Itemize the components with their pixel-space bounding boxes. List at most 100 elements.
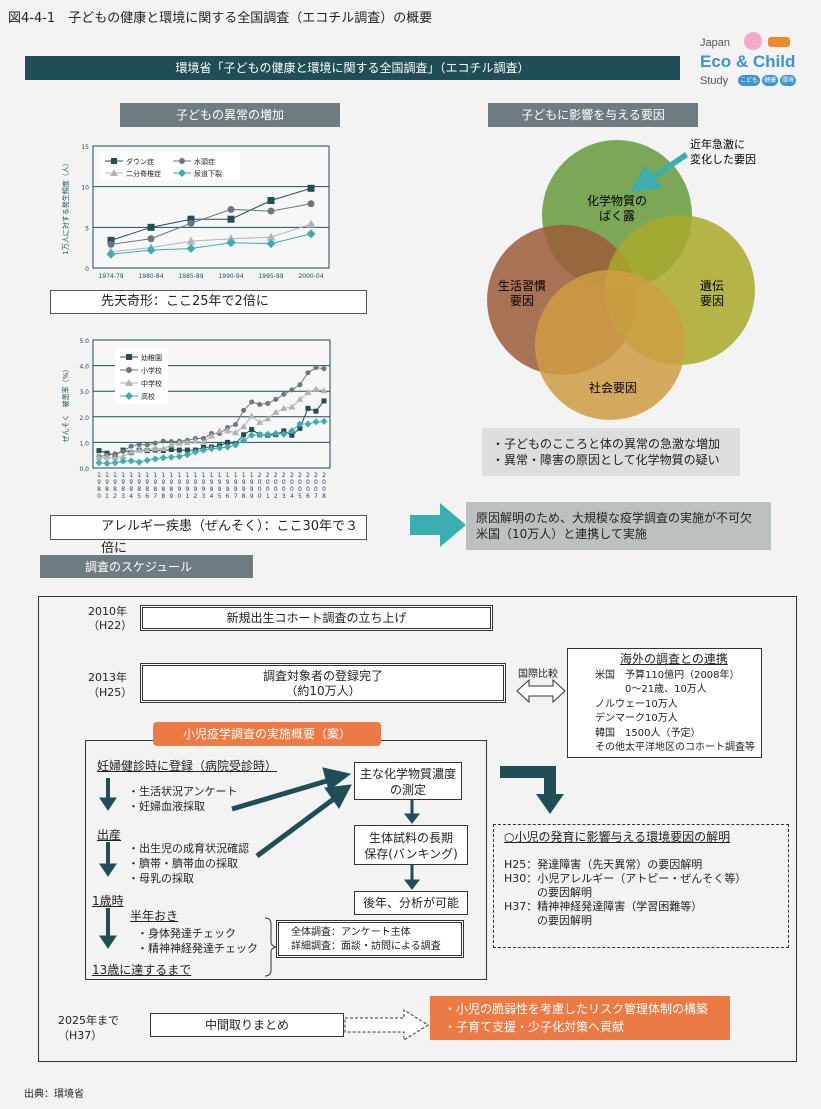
data-point — [208, 445, 215, 453]
measure-box: 主な化学物質濃度の測定 — [354, 762, 462, 800]
logo-text: Study — [700, 75, 729, 87]
venn-label: 生活習慣 — [498, 278, 546, 293]
data-point — [151, 445, 159, 452]
y-tick-label: 0 — [85, 266, 89, 273]
data-point — [267, 196, 275, 204]
y-tick-label: 2.0 — [79, 415, 89, 422]
y-tick-label: 5 — [85, 225, 89, 232]
data-point — [288, 403, 296, 410]
banner: 環境省「子どもの健康と環境に関する全国調査」（エコチル調査） — [25, 56, 680, 80]
series-line — [110, 223, 312, 253]
data-point — [264, 415, 272, 422]
data-point — [126, 367, 132, 373]
data-point — [183, 451, 191, 459]
step-birth: 出産 — [97, 828, 122, 842]
step-item: ・出生児の成育状況確認 — [128, 842, 249, 855]
goals-box: ○小児の発育に影響与える環境要因の解明 H25：発達障害（先天異常）の要因解明 … — [493, 824, 789, 948]
data-point — [240, 423, 248, 430]
x-tick-label: 1985-89 — [178, 273, 203, 280]
y-axis-label: ぜんそく 被患率（%） — [61, 366, 70, 443]
y-tick-label: 3.0 — [79, 389, 89, 396]
data-point — [159, 445, 167, 452]
conclusion-arrow-icon — [410, 503, 466, 547]
y-tick-label: 1.0 — [79, 440, 89, 447]
data-point — [146, 245, 156, 255]
data-point — [175, 439, 183, 446]
data-point — [305, 370, 311, 376]
data-point — [248, 431, 256, 439]
data-point — [111, 454, 119, 461]
issue-item: ・異常・障害の原因として化学物質の疑い — [492, 453, 720, 467]
schedule-header: 調査のスケジュール — [40, 555, 253, 578]
data-point — [167, 441, 175, 448]
intl-item: 韓国 1500人（予定） — [595, 727, 701, 739]
right-arrow-icon — [231, 767, 352, 812]
data-point — [320, 417, 328, 425]
data-point — [296, 395, 304, 402]
data-point — [266, 232, 276, 241]
data-point — [267, 207, 275, 215]
data-point — [304, 388, 312, 395]
data-point — [307, 184, 315, 192]
recent-change-arrow-icon — [630, 152, 688, 192]
series-line — [110, 187, 312, 241]
y-tick-label: 4.0 — [79, 364, 89, 371]
data-point — [312, 418, 320, 426]
data-point — [304, 420, 312, 428]
data-point — [297, 425, 303, 431]
data-point — [306, 219, 316, 228]
goal-item: H25：発達障害（先天異常）の要因解明 — [504, 858, 703, 871]
data-point — [187, 215, 195, 223]
registration-text: 調査対象者の登録完了 — [262, 669, 383, 683]
intl-item: その他太平洋地区のコホート調査等 — [595, 742, 755, 753]
legend-label: 幼稚園 — [141, 353, 162, 362]
data-point — [120, 448, 126, 454]
data-point — [144, 442, 150, 448]
data-point — [256, 431, 264, 439]
data-point — [186, 243, 196, 253]
banking-text: 生体試料の長期 — [368, 831, 453, 845]
data-point — [128, 443, 134, 449]
intl-item: ノルウェー10万人 — [595, 698, 678, 710]
logo-text: Eco & Child — [700, 52, 796, 71]
conclusion-line: 原因解明のため、大規模な疫学調査の実施が不可欠 — [476, 511, 753, 525]
data-point — [224, 427, 232, 434]
x-tick-label: 1974-79 — [98, 273, 123, 280]
international-box: 海外の調査との連携 米国 予算110億円（2008年） 0～21歳、10万人 ノ… — [567, 648, 762, 758]
registration-box: 調査対象者の登録完了 （約10万人） — [140, 663, 506, 703]
y-tick-label: 5.0 — [79, 338, 89, 345]
legend-label: 小学校 — [141, 366, 162, 375]
data-point — [272, 429, 280, 437]
data-point — [313, 365, 319, 371]
data-point — [216, 427, 224, 434]
data-point — [136, 441, 142, 447]
year-label: 2013年 — [88, 671, 127, 684]
step-item: ・母乳の採取 — [128, 872, 194, 885]
data-point — [321, 398, 327, 404]
data-point — [224, 443, 232, 451]
data-point — [179, 158, 185, 164]
survey-text: 全体調査：アンケート主体 — [291, 927, 411, 938]
y-tick-label: 0.0 — [79, 466, 89, 473]
bend-arrow-icon — [500, 766, 564, 814]
venn-label: 化学物質の — [587, 193, 647, 208]
venn-social — [535, 270, 685, 420]
x-tick-label: 1995-99 — [258, 273, 283, 280]
data-point — [143, 446, 151, 453]
banking-box: 生体試料の長期保存(バンキング) — [354, 825, 468, 865]
data-point — [191, 448, 199, 456]
y-axis-label: 1万人に対する発生頻度（人） — [61, 159, 70, 254]
